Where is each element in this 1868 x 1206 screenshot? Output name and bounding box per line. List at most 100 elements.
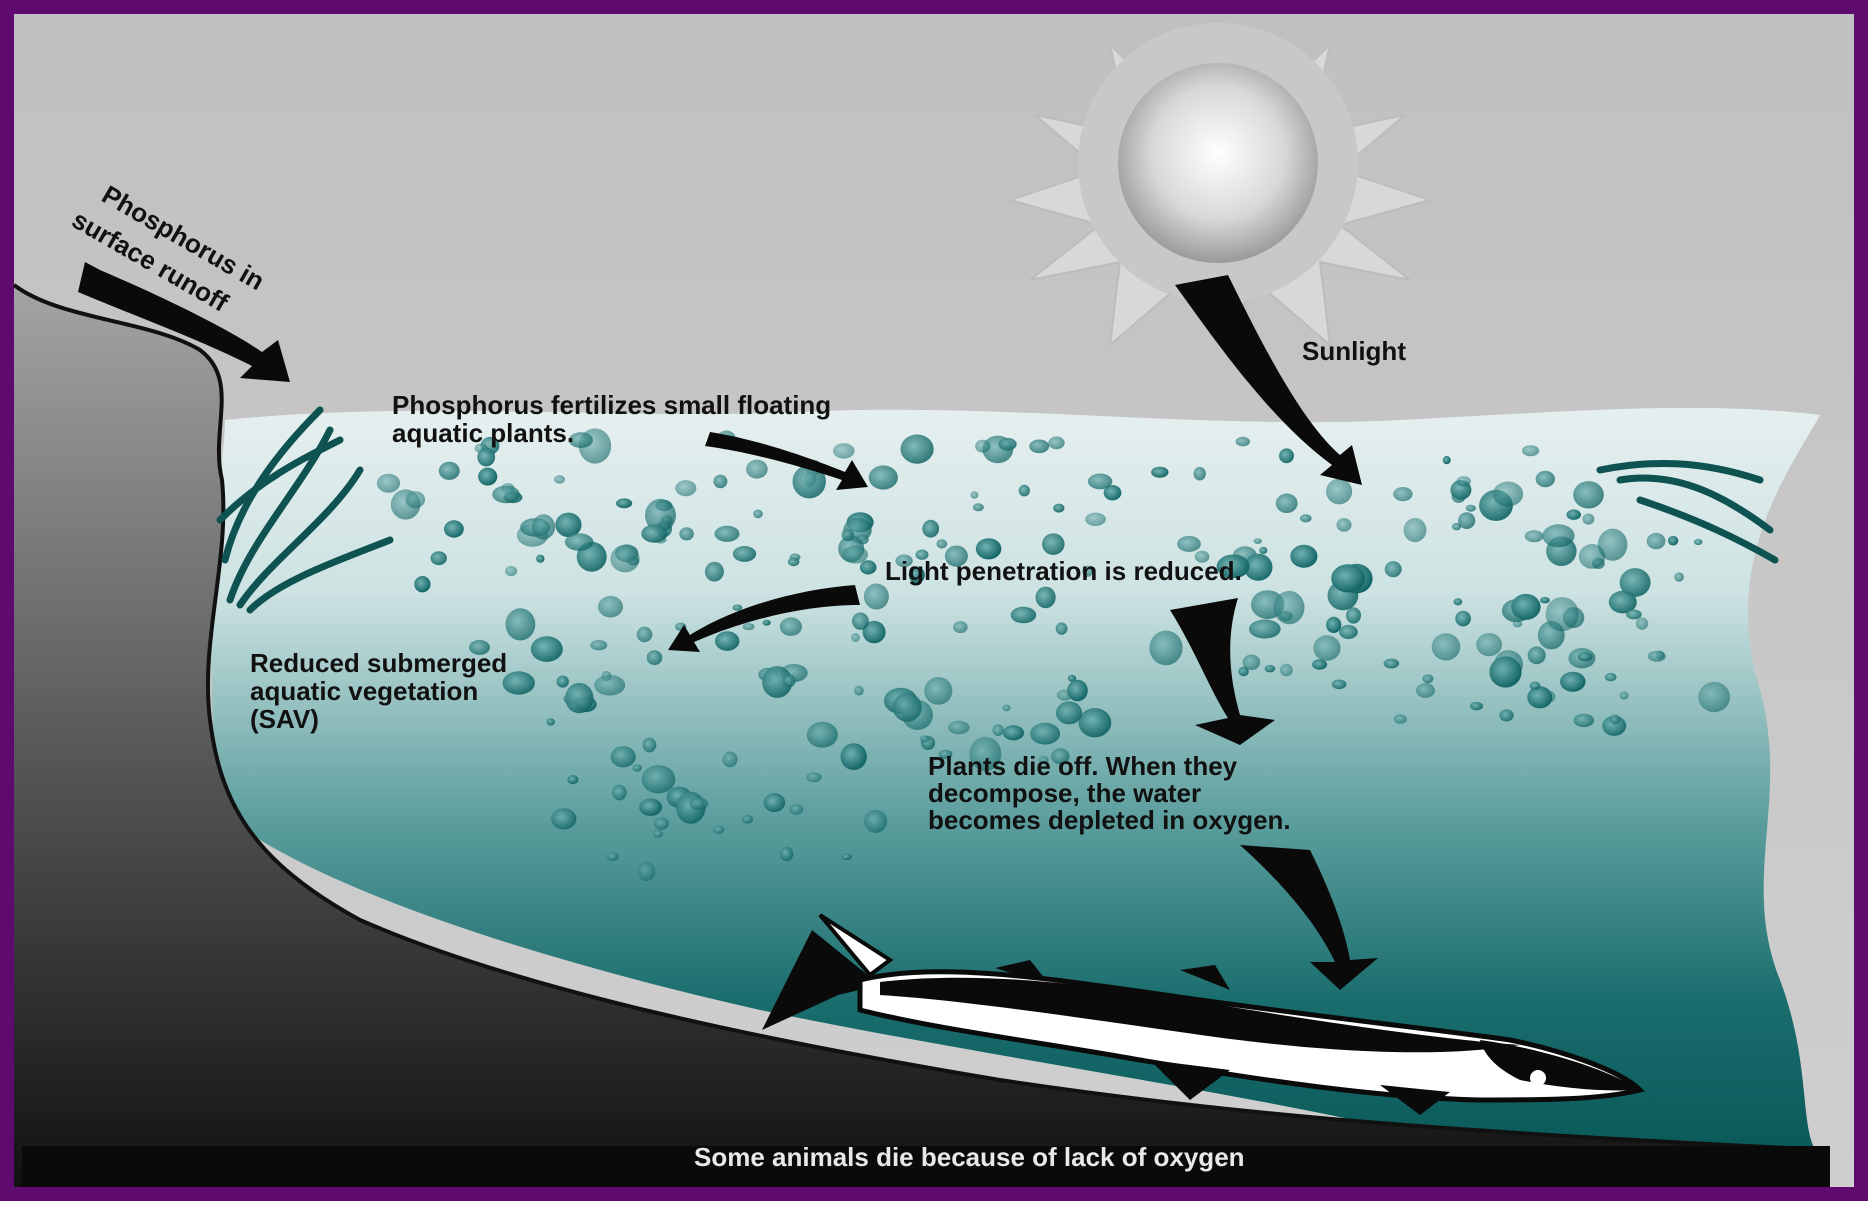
plankton-blob bbox=[689, 798, 708, 810]
plankton-blob bbox=[555, 513, 581, 537]
plankton-blob bbox=[1530, 682, 1541, 690]
plankton-blob bbox=[920, 735, 930, 742]
plankton-blob bbox=[1048, 437, 1064, 450]
plankton-blob bbox=[788, 557, 800, 566]
plankton-blob bbox=[1326, 479, 1352, 505]
plankton-blob bbox=[1455, 611, 1471, 627]
plankton-blob bbox=[610, 545, 639, 572]
plankton-blob bbox=[1648, 651, 1666, 662]
plankton-blob bbox=[1254, 538, 1262, 544]
plankton-blob bbox=[1394, 714, 1407, 724]
plankton-blob bbox=[532, 514, 555, 539]
label-sav-line1: Reduced submerged bbox=[250, 648, 507, 678]
label-die-off-line1: Plants die off. When they bbox=[928, 751, 1238, 781]
plankton-blob bbox=[851, 633, 860, 642]
plankton-blob bbox=[715, 631, 739, 651]
plankton-blob bbox=[1647, 533, 1666, 549]
plankton-blob bbox=[1331, 564, 1365, 592]
plankton-blob bbox=[547, 718, 555, 725]
plankton-blob bbox=[1466, 505, 1476, 512]
plankton-blob bbox=[1326, 617, 1341, 633]
plankton-blob bbox=[705, 562, 724, 582]
plankton-blob bbox=[1536, 471, 1555, 487]
plankton-blob bbox=[1567, 510, 1581, 520]
plankton-blob bbox=[1528, 646, 1546, 664]
plankton-blob bbox=[1079, 708, 1112, 737]
plankton-blob bbox=[936, 539, 947, 548]
plankton-blob bbox=[1470, 702, 1483, 710]
plankton-blob bbox=[1053, 504, 1064, 513]
plankton-blob bbox=[531, 636, 563, 662]
plankton-blob bbox=[1279, 448, 1294, 463]
plankton-blob bbox=[554, 475, 565, 483]
plankton-blob bbox=[1056, 701, 1082, 724]
plankton-blob bbox=[1274, 591, 1305, 624]
plankton-blob bbox=[1546, 597, 1579, 631]
plankton-blob bbox=[860, 560, 877, 574]
plankton-blob bbox=[1011, 607, 1037, 624]
plankton-blob bbox=[439, 462, 460, 480]
plankton-blob bbox=[503, 671, 535, 694]
plankton-blob bbox=[924, 677, 952, 705]
plankton-blob bbox=[842, 854, 852, 860]
plankton-blob bbox=[842, 529, 854, 541]
plankton-blob bbox=[1404, 518, 1427, 542]
plankton-blob bbox=[1280, 664, 1293, 677]
plankton-blob bbox=[1573, 481, 1604, 508]
plankton-blob bbox=[1476, 633, 1502, 656]
plankton-blob bbox=[753, 510, 763, 519]
plankton-blob bbox=[1674, 572, 1684, 581]
plankton-blob bbox=[444, 520, 464, 537]
plankton-blob bbox=[1610, 714, 1620, 724]
plankton-blob bbox=[1019, 485, 1030, 497]
plankton-blob bbox=[841, 743, 867, 770]
plankton-blob bbox=[1249, 620, 1281, 639]
plankton-blob bbox=[1422, 674, 1433, 683]
plankton-blob bbox=[653, 830, 663, 838]
plankton-blob bbox=[1513, 621, 1522, 628]
plankton-blob bbox=[1236, 437, 1250, 447]
plankton-blob bbox=[743, 623, 755, 630]
plankton-blob bbox=[953, 621, 968, 633]
plankton-blob bbox=[780, 847, 793, 861]
plankton-blob bbox=[1620, 692, 1629, 700]
plankton-blob bbox=[1290, 545, 1317, 568]
plankton-blob bbox=[1030, 723, 1060, 745]
plankton-blob bbox=[431, 551, 447, 565]
plankton-blob bbox=[763, 620, 771, 626]
plankton-blob bbox=[973, 503, 984, 511]
plankton-blob bbox=[1432, 633, 1461, 660]
plankton-blob bbox=[505, 566, 517, 576]
plankton-blob bbox=[780, 617, 802, 636]
plankton-blob bbox=[742, 815, 753, 824]
plankton-blob bbox=[1259, 547, 1267, 554]
plankton-blob bbox=[1454, 598, 1463, 605]
plankton-blob bbox=[1522, 445, 1539, 456]
plankton-blob bbox=[901, 435, 934, 464]
plankton-blob bbox=[713, 475, 727, 489]
plankton-blob bbox=[970, 491, 978, 498]
plankton-blob bbox=[1385, 561, 1402, 577]
label-animals-die: Some animals die because of lack of oxyg… bbox=[694, 1142, 1245, 1172]
plankton-blob bbox=[565, 533, 594, 550]
plankton-blob bbox=[1194, 467, 1206, 481]
plankton-blob bbox=[733, 604, 743, 610]
plankton-blob bbox=[1088, 474, 1112, 490]
plankton-blob bbox=[536, 555, 544, 563]
plankton-blob bbox=[477, 448, 495, 467]
plankton-blob bbox=[1029, 440, 1049, 454]
plankton-blob bbox=[764, 793, 786, 812]
plankton-blob bbox=[1346, 607, 1361, 623]
plankton-blob bbox=[598, 596, 623, 618]
plankton-blob bbox=[616, 498, 632, 508]
plankton-blob bbox=[1243, 655, 1261, 671]
plankton-blob bbox=[1336, 518, 1351, 532]
plankton-blob bbox=[869, 465, 898, 489]
label-sav-line2: aquatic vegetation bbox=[250, 676, 478, 706]
plankton-blob bbox=[1151, 467, 1168, 478]
plankton-blob bbox=[1339, 625, 1358, 639]
plankton-blob bbox=[893, 693, 922, 722]
plankton-blob bbox=[1579, 544, 1605, 569]
